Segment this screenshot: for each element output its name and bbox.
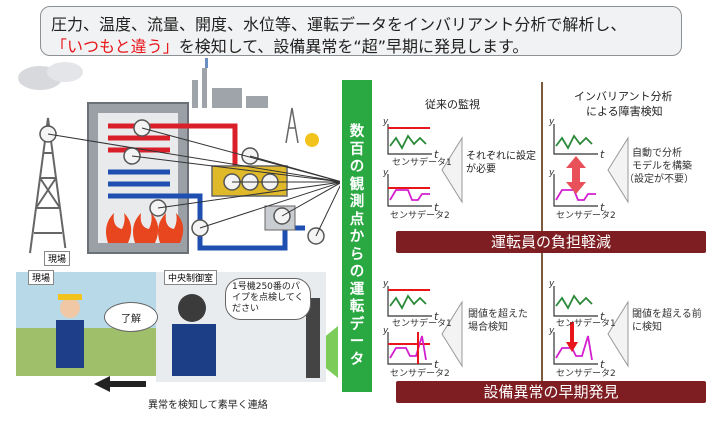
reply-bubble: 了解: [104, 302, 158, 332]
callout-top-right-3: （設定が不要）: [624, 174, 694, 185]
header-conventional: 従来の監視: [425, 98, 480, 111]
bl-graph-2: [387, 332, 432, 365]
headline-rest: を検知して、設備異常を“超”早期に発見します。: [178, 37, 529, 56]
scene-site-tag: 現場: [28, 270, 55, 285]
early-detection-bar: 設備異常の早期発見: [396, 381, 706, 403]
bl-axis-y1: y: [383, 279, 389, 289]
bl-axis-t2: t: [434, 358, 439, 371]
callout-top-right-1: 自動で分析: [632, 148, 682, 159]
br-graph-1: [553, 286, 598, 317]
scene-caption: 異常を検知して素早く連絡: [148, 400, 268, 411]
bl-sensor2: センサデータ2: [390, 369, 450, 379]
tl-graph-2: [387, 174, 432, 207]
control-room-tag: 中央制御室: [164, 270, 218, 285]
tl-graph-1: [387, 124, 432, 155]
callout-top-right-2: モデルを構築: [632, 161, 692, 172]
bl-graph-1: [387, 286, 432, 317]
br-axis-t2: t: [600, 358, 605, 371]
data-source-band: 数百の観測点からの運転データ: [342, 80, 372, 392]
br-axis-t1: t: [600, 310, 605, 323]
transmission-tower: [29, 117, 67, 254]
reply-text: 了解: [121, 314, 141, 325]
tr-axis-y2: y: [549, 168, 555, 178]
burden-reduction-bar: 運転員の負担軽減: [396, 231, 706, 253]
header-invariant-line1: インバリアント分析: [574, 90, 673, 103]
tl-sensor2: センサデータ2: [390, 211, 450, 221]
br-axis-y2: y: [549, 326, 555, 336]
tr-axis-y1: y: [549, 117, 555, 127]
tr-axis-t1: t: [600, 148, 605, 161]
callout-bottom-right-2: に検知: [632, 322, 662, 333]
tl-axis-t1: t: [434, 148, 439, 161]
relation-arrow: [566, 156, 586, 194]
instruction-bubble: 1号機250番のパイプを点検してください: [225, 278, 311, 320]
tr-graph-2: [553, 174, 598, 207]
headline-line2: 「いつもと違う」を検知して、設備異常を“超”早期に発見します。: [51, 33, 528, 57]
callout-top-left: それぞれに設定が必要: [466, 151, 536, 175]
tl-axis-y2: y: [383, 168, 389, 178]
callout-bottom-right-1: 閾値を超える前: [632, 309, 702, 320]
instruction-text: 1号機250番のパイプを点検してください: [232, 282, 304, 314]
headline-banner: 圧力、温度、流量、開度、水位等、運転データをインバリアント分析で解析し、 「いつ…: [40, 6, 682, 56]
comparison-graphs: [387, 124, 629, 368]
br-axis-y1: y: [549, 279, 555, 289]
data-source-label: 数百の観測点からの運転データ: [349, 124, 365, 368]
bl-axis-t1: t: [434, 310, 439, 323]
bl-sensor1: センサデータ1: [392, 319, 452, 329]
header-invariant-line2: による障害検知: [586, 105, 663, 118]
callout-bottom-left-1: 閾値を超えた: [468, 309, 528, 320]
plant-illustration: [18, 58, 340, 260]
tl-axis-y1: y: [383, 117, 389, 127]
tr-sensor2: センサデータ2: [556, 211, 616, 221]
tl-axis-t2: t: [434, 201, 439, 214]
br-sensor2: センサデータ2: [556, 369, 616, 379]
bl-axis-y2: y: [383, 326, 389, 336]
data-source-text: 数百の観測点からの運転データ: [342, 80, 372, 369]
tr-axis-t2: t: [600, 201, 605, 214]
headline-line1: 圧力、温度、流量、開度、水位等、運転データをインバリアント分析で解析し、: [51, 15, 627, 34]
headline-highlight: 「いつもと違う」: [51, 37, 179, 56]
callout-bottom-left-2: 場合検知: [468, 322, 508, 333]
br-sensor1: センサデータ1: [556, 319, 616, 329]
plant-site-label: 現場: [44, 251, 71, 266]
br-graph-2: [553, 322, 598, 365]
tl-sensor1: センサデータ1: [392, 158, 452, 168]
tr-graph-1: [553, 124, 598, 155]
